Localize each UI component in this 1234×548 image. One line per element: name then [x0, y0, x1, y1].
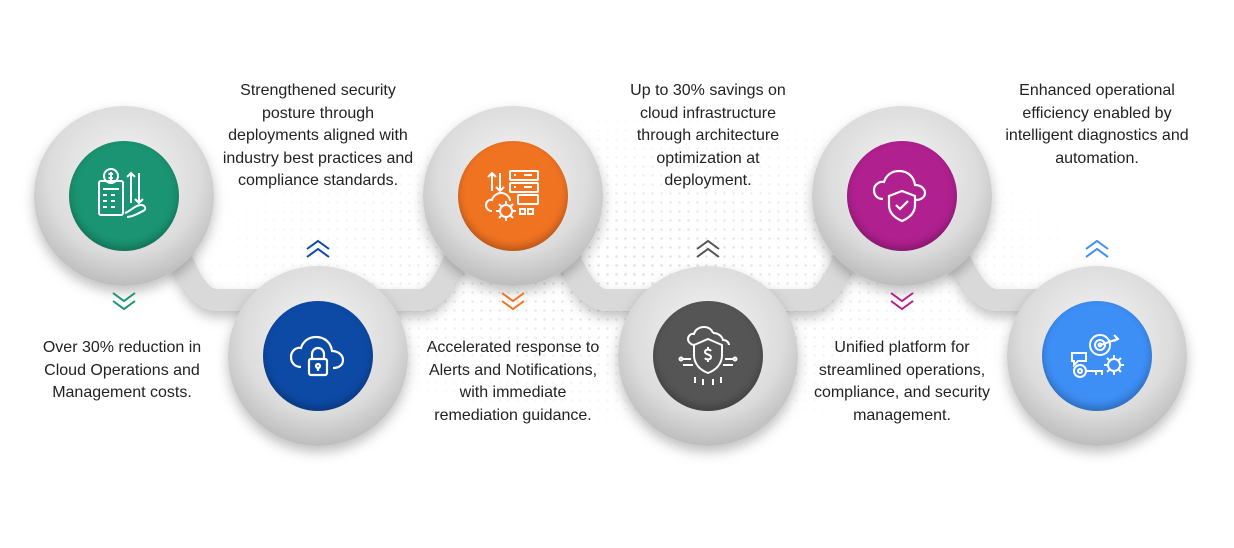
- calculator-money-icon: [98, 168, 147, 218]
- chevron-down-icon: [890, 292, 914, 311]
- step-5-text: Unified platform for streamlined operati…: [813, 339, 991, 424]
- server-cloud-gear-icon: [484, 170, 539, 221]
- chevron-down-icon: [501, 292, 525, 311]
- step-4-text: Up to 30% savings on cloud infrastructur…: [630, 82, 786, 189]
- cloud-lock-icon: [289, 335, 345, 377]
- node-5: [847, 141, 957, 251]
- chevron-down-icon: [112, 292, 136, 311]
- step-3-text: Accelerated response to Alerts and Notif…: [426, 339, 600, 424]
- chevron-up-icon: [696, 239, 720, 258]
- dollar-shield-icon: [678, 325, 738, 385]
- target-key-gear-icon: [1071, 334, 1124, 378]
- node-6: [1042, 301, 1152, 411]
- step-6-text: Enhanced operational efficiency enabled …: [1005, 82, 1189, 167]
- chevron-up-icon: [306, 239, 330, 258]
- chevron-up-icon: [1085, 239, 1109, 258]
- step-2-text: Strengthened security posture through de…: [222, 82, 414, 189]
- step-1-text: Over 30% reduction in Cloud Operations a…: [42, 339, 202, 401]
- node-4: [653, 301, 763, 411]
- node-2: [263, 301, 373, 411]
- cloud-shield-icon: [872, 169, 927, 223]
- node-3: [458, 141, 568, 251]
- node-1: [69, 141, 179, 251]
